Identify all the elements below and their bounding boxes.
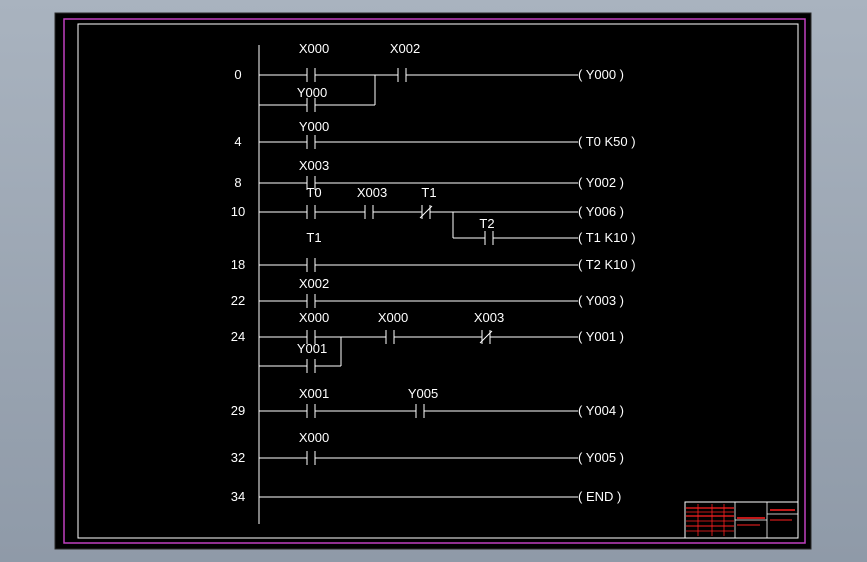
contact-label: X003 [474, 310, 504, 325]
coil-label: ( Y003 ) [578, 293, 624, 308]
contact-label: T0 [306, 185, 321, 200]
step-number: 32 [231, 450, 245, 465]
step-number: 0 [234, 67, 241, 82]
contact-label: X003 [299, 158, 329, 173]
drawing-frame-inner [77, 23, 799, 539]
coil-label: ( T2 K10 ) [578, 257, 636, 272]
contact-label: X002 [390, 41, 420, 56]
drawing-frame-outer [63, 18, 806, 544]
contact-nc-slash [479, 330, 493, 344]
contact-label: Y001 [297, 341, 327, 356]
step-number: 4 [234, 134, 241, 149]
step-number: 22 [231, 293, 245, 308]
contact-label: T1 [421, 185, 436, 200]
coil-label: ( T1 K10 ) [578, 230, 636, 245]
coil-label: ( Y001 ) [578, 329, 624, 344]
contact-label: X000 [299, 310, 329, 325]
contact-label: Y000 [299, 119, 329, 134]
coil-label: ( END ) [578, 489, 621, 504]
contact-label: Y005 [408, 386, 438, 401]
step-number: 18 [231, 257, 245, 272]
contact-label: X001 [299, 386, 329, 401]
step-number: 34 [231, 489, 245, 504]
step-number: 8 [234, 175, 241, 190]
step-number: 10 [231, 204, 245, 219]
contact-label: T1 [306, 230, 321, 245]
coil-label: ( Y006 ) [578, 204, 624, 219]
contact-label: T2 [479, 216, 494, 231]
contact-label: X000 [299, 41, 329, 56]
step-number: 24 [231, 329, 245, 344]
coil-label: ( T0 K50 ) [578, 134, 636, 149]
contact-label: X000 [299, 430, 329, 445]
coil-label: ( Y004 ) [578, 403, 624, 418]
contact-label: X003 [357, 185, 387, 200]
contact-label: X002 [299, 276, 329, 291]
sheet-border [54, 12, 812, 550]
coil-label: ( Y002 ) [578, 175, 624, 190]
contact-nc-slash [419, 205, 433, 219]
contact-label: X000 [378, 310, 408, 325]
coil-label: ( Y000 ) [578, 67, 624, 82]
contact-label: Y000 [297, 85, 327, 100]
title-block [684, 501, 799, 539]
coil-label: ( Y005 ) [578, 450, 624, 465]
step-number: 29 [231, 403, 245, 418]
